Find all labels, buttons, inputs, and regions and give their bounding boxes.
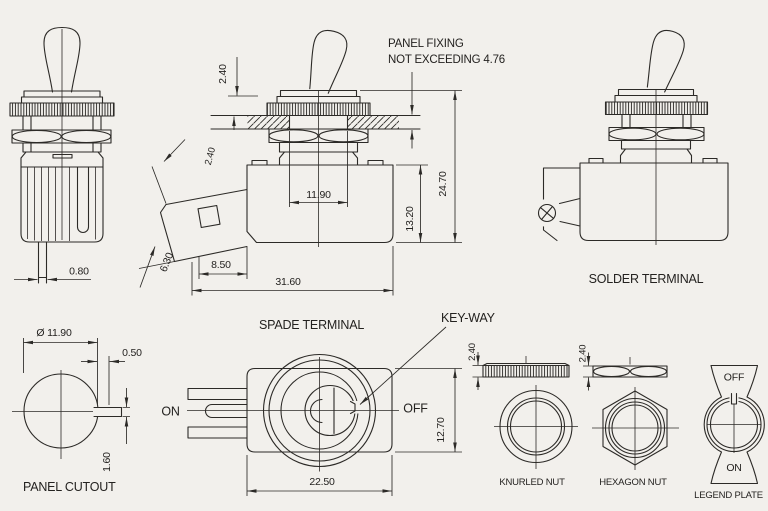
panel-cutout-label: PANEL CUTOUT (23, 480, 116, 494)
dim-hexagon-thickness-label: 2.40 (578, 345, 589, 363)
side-panel-view: 2.40 PANEL FIXING NOT EXCEEDING 4.76 11.… (138, 29, 505, 296)
hexagon-nut-thickness-dimension: 2.40 (578, 345, 593, 391)
dim-cutout-diameter-label: Ø 11.90 (36, 327, 72, 339)
keyway-label: KEY-WAY (441, 311, 496, 325)
dim-overall-height-label: 24.70 (437, 171, 449, 197)
solder-terminal-label: SOLDER TERMINAL (589, 272, 704, 286)
dim-bushing-diameter-label: 11.90 (306, 189, 331, 201)
dim-body-height-label: 13.20 (404, 206, 416, 232)
solder-eyelet (533, 199, 561, 227)
bottom-length-dimension: 22.50 (246, 455, 393, 496)
cutout-keyway (93, 406, 123, 418)
knurled-nut-side (482, 356, 570, 378)
dim-terminal-thickness-label: 2.40 (203, 146, 218, 166)
dim-knurled-thickness-label: 2.40 (467, 343, 478, 361)
spade-terminal-bottom-view: ON OFF KEY-WAY 12.70 22.50 SPADE TERMINA… (161, 311, 496, 496)
front-switch-view: 0.80 (9, 26, 115, 284)
knurled-nut-thickness-dimension: 2.40 (467, 343, 483, 390)
solder-bushing (621, 113, 692, 129)
solder-case (579, 157, 729, 242)
hexagon-nut-side (592, 357, 668, 378)
panel-fixing-line2: NOT EXCEEDING 4.76 (388, 54, 505, 66)
legend-centerlines (707, 397, 762, 453)
front-knurled-nut (9, 102, 115, 117)
keyway-callout: KEY-WAY (359, 311, 496, 405)
legend-plate-label: LEGEND PLATE (694, 490, 763, 501)
bottom-keyway-notch (349, 400, 360, 415)
side-terminal-thickness-dimension: 2.40 (151, 139, 218, 204)
solder-toggle-lever (646, 29, 685, 93)
dim-cap-height-label: 2.40 (217, 64, 229, 84)
hexagon-nut-label: HEXAGON NUT (599, 477, 667, 488)
side-case (246, 159, 394, 244)
bottom-lever-socket-arc (309, 398, 323, 424)
dim-terminal-width-label: 6.30 (158, 251, 177, 274)
side-body-height-dimension: 13.20 (396, 164, 462, 243)
dim-bottom-length-label: 22.50 (309, 476, 335, 488)
solder-knurled-nut (604, 101, 709, 116)
knurled-nut-view: 2.40 KNURLED NUT (467, 343, 578, 488)
bottom-off-label: OFF (403, 402, 428, 416)
legend-plate-view: OFF ON LEGEND PLATE (694, 364, 765, 501)
knurled-nut-front (494, 385, 578, 469)
cutout-keyway-height-dimension: 1.60 (101, 388, 130, 472)
front-hexagon-nut (11, 129, 112, 144)
bottom-height-dimension: 12.70 (395, 368, 462, 453)
panel-cutout-view: Ø 11.90 0.50 1.60 PANEL CUTOUT (12, 327, 142, 494)
dim-bottom-height-label: 12.70 (435, 417, 447, 443)
side-overall-height-dimension: 24.70 (360, 90, 462, 243)
front-pin-width-dimension: 0.80 (14, 266, 91, 282)
front-toggle-lever (43, 26, 81, 93)
side-terminal-width-dimension: 6.30 (138, 246, 177, 288)
side-toggle-lever (309, 29, 348, 94)
side-spade-terminal (159, 188, 248, 263)
bottom-body (246, 367, 393, 453)
solder-terminal-view: SOLDER TERMINAL (533, 29, 729, 286)
legend-plate-outline (703, 364, 765, 485)
solder-hexagon-nut (608, 126, 705, 142)
bottom-centerlines (187, 357, 399, 472)
bottom-spade-prongs (187, 387, 248, 439)
dim-pin-width-label: 0.80 (69, 266, 89, 278)
panel-fixing-line1: PANEL FIXING (388, 38, 464, 50)
side-terminal-reach-dimension: 8.50 (198, 247, 248, 279)
cutout-diameter-dimension: Ø 11.90 (23, 327, 98, 404)
dim-overall-length-label: 31.60 (275, 276, 301, 288)
dim-terminal-reach-label: 8.50 (211, 259, 231, 271)
spade-terminal-label: SPADE TERMINAL (259, 318, 364, 332)
side-panel-section (210, 114, 421, 130)
solder-side-plate (542, 167, 581, 242)
side-cap-height-dimension: 2.40 (217, 57, 258, 130)
side-overall-length-dimension: 31.60 (191, 246, 394, 296)
bottom-on-label: ON (161, 405, 180, 419)
cutout-centerlines (12, 370, 93, 459)
hexagon-nut-view: 2.40 HEXAGON NUT (578, 345, 679, 488)
dim-keyway-height-label: 1.60 (101, 452, 113, 472)
knurled-nut-label: KNURLED NUT (499, 477, 565, 488)
legend-on-label: ON (726, 462, 741, 474)
hexagon-nut-front (592, 387, 679, 470)
side-knurled-nut (266, 102, 371, 117)
front-ribbed-body (20, 166, 104, 243)
legend-keyway-notch (729, 392, 739, 405)
cutout-keyway-depth-dimension: 0.50 (81, 347, 142, 405)
side-bushing-diameter-dimension: 11.90 (289, 131, 348, 207)
front-terminal-pin (37, 241, 48, 284)
legend-off-label: OFF (724, 372, 744, 384)
dim-keyway-depth-label: 0.50 (122, 347, 142, 359)
panel-fixing-note: PANEL FIXING NOT EXCEEDING 4.76 (388, 38, 505, 149)
